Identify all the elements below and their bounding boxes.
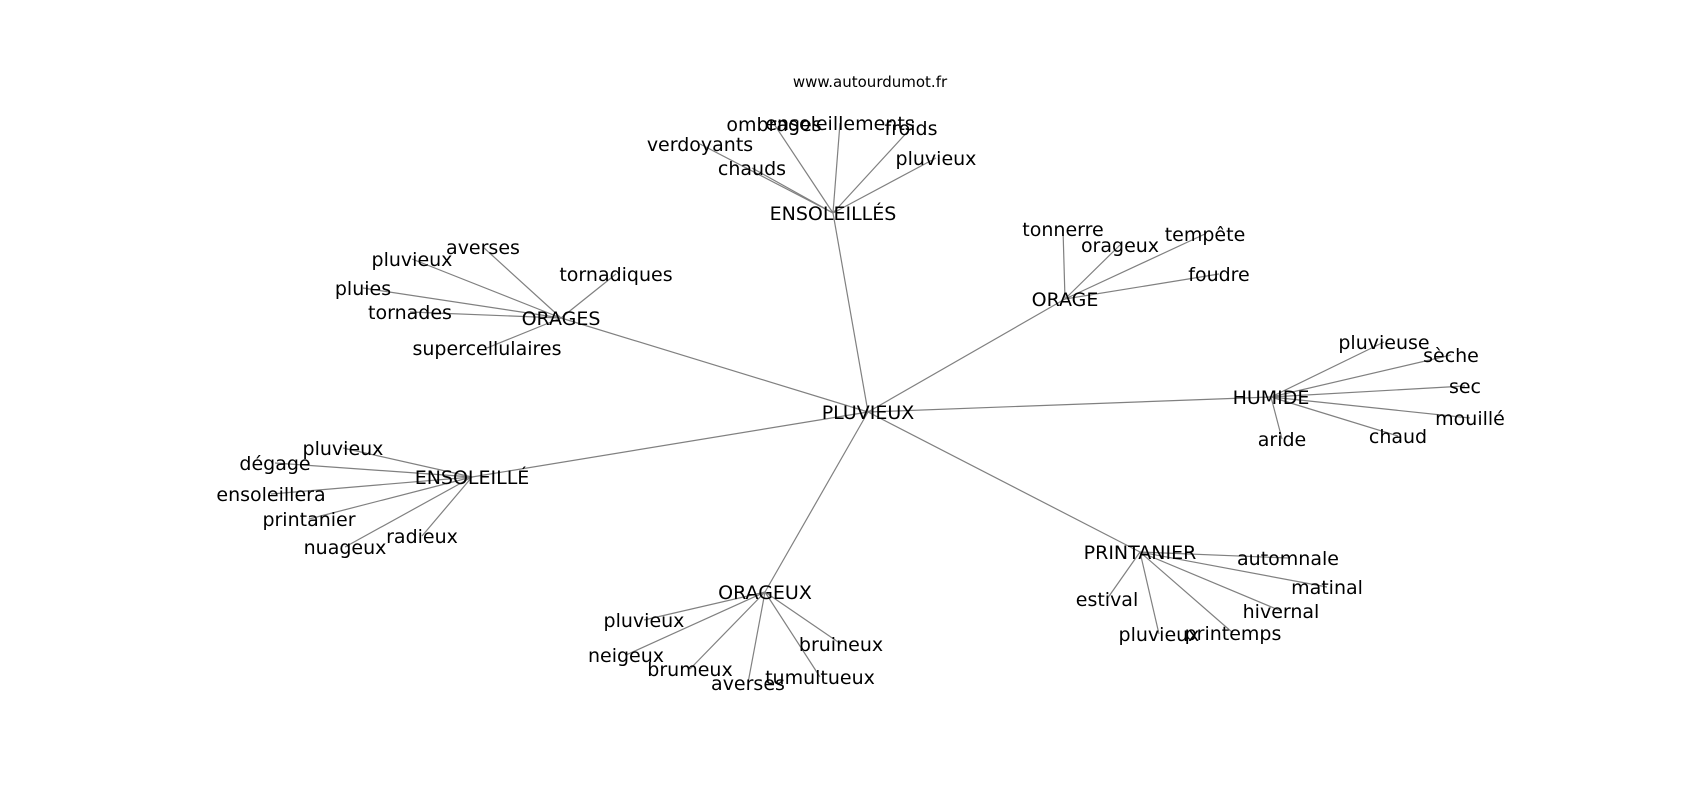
leaf-node-humide-2[interactable]: sec (1449, 376, 1481, 398)
edge-ensoleilles-leaf-5 (751, 167, 834, 214)
edge-ensoleille-leaf-2 (270, 476, 473, 495)
edge-orages-leaf-1 (482, 246, 562, 319)
leaf-node-orageux-1[interactable]: neigeux (588, 645, 664, 667)
edge-orages-leaf-3 (362, 287, 562, 319)
leaf-node-printanier-2[interactable]: hivernal (1243, 601, 1320, 623)
edge-humide-leaf-3 (1270, 396, 1471, 419)
leaf-node-orageux-2[interactable]: brumeux (647, 659, 732, 681)
edge-orageux-leaf-4 (764, 591, 821, 678)
edge-orageux-leaf-3 (747, 591, 766, 684)
edge-printanier-leaf-5 (1139, 551, 1234, 634)
edge-orage-leaf-3 (1064, 273, 1220, 300)
edge-ensoleilles-leaf-3 (832, 127, 912, 214)
edge-printanier-leaf-3 (1106, 551, 1141, 600)
leaf-node-printanier-5[interactable]: printemps (1185, 623, 1282, 645)
leaf-node-orage-2[interactable]: tempête (1165, 224, 1246, 246)
edge-center-ensoleilles (832, 212, 869, 413)
edge-orages-leaf-4 (409, 311, 562, 319)
leaf-node-orageux-3[interactable]: averses (711, 673, 785, 695)
cluster-node-humide[interactable]: HUMIDE (1233, 387, 1310, 409)
leaf-node-humide-4[interactable]: chaud (1369, 426, 1427, 448)
leaf-node-ensoleille-5[interactable]: radieux (386, 526, 458, 548)
cluster-node-printanier[interactable]: PRINTANIER (1084, 542, 1197, 564)
leaf-node-ensoleille-0[interactable]: pluvieux (303, 438, 384, 460)
edge-orage-leaf-0 (1062, 228, 1066, 300)
leaf-node-ensoleilles-0[interactable]: verdoyants (647, 134, 753, 156)
leaf-node-ensoleilles-1[interactable]: ombrages (726, 114, 821, 136)
leaf-node-humide-5[interactable]: aride (1258, 429, 1306, 451)
edge-ensoleilles-leaf-4 (832, 157, 937, 214)
edge-printanier-leaf-2 (1139, 551, 1282, 612)
edge-orageux-leaf-0 (643, 591, 766, 621)
edge-center-orageux (764, 411, 869, 593)
leaf-node-orages-2[interactable]: tornadiques (559, 264, 672, 286)
leaf-node-printanier-0[interactable]: automnale (1237, 548, 1339, 570)
edge-orage-leaf-1 (1064, 244, 1121, 300)
leaf-node-orage-0[interactable]: tonnerre (1022, 219, 1103, 241)
edge-ensoleilles-leaf-0 (699, 143, 834, 214)
leaf-node-orageux-5[interactable]: bruineux (799, 634, 883, 656)
leaf-node-printanier-4[interactable]: pluvieux (1119, 624, 1200, 646)
edge-orage-leaf-2 (1064, 233, 1206, 300)
leaf-node-orage-1[interactable]: orageux (1081, 235, 1159, 257)
leaf-node-ensoleilles-5[interactable]: chauds (718, 158, 786, 180)
edge-humide-leaf-0 (1270, 341, 1385, 398)
leaf-node-printanier-3[interactable]: estival (1076, 589, 1138, 611)
cluster-node-orageux[interactable]: ORAGEUX (718, 582, 812, 604)
edge-orages-leaf-0 (411, 258, 562, 319)
leaf-node-orages-5[interactable]: supercellulaires (412, 338, 561, 360)
edge-humide-leaf-4 (1270, 396, 1399, 437)
edge-printanier-leaf-4 (1139, 551, 1160, 635)
leaf-node-orages-1[interactable]: averses (446, 237, 520, 259)
leaf-node-orages-4[interactable]: tornades (368, 302, 452, 324)
leaf-node-humide-1[interactable]: sèche (1423, 345, 1479, 367)
edge-center-ensoleille (471, 411, 869, 478)
edge-ensoleille-leaf-0 (342, 447, 473, 478)
cluster-node-orages[interactable]: ORAGES (522, 308, 601, 330)
leaf-node-ensoleilles-4[interactable]: pluvieux (896, 148, 977, 170)
edge-humide-leaf-2 (1270, 385, 1466, 398)
edge-orageux-leaf-2 (689, 591, 766, 670)
edge-ensoleille-leaf-1 (274, 462, 473, 478)
edge-ensoleilles-leaf-1 (773, 123, 834, 214)
leaf-node-printanier-1[interactable]: matinal (1291, 577, 1363, 599)
edge-printanier-leaf-0 (1139, 551, 1289, 559)
edge-center-orages (560, 317, 869, 413)
leaf-node-ensoleille-2[interactable]: ensoleillera (216, 484, 325, 506)
leaf-node-ensoleille-1[interactable]: dégage (239, 453, 310, 475)
edge-ensoleille-leaf-5 (421, 476, 473, 537)
graph-edges (270, 122, 1471, 684)
cluster-node-ensoleilles[interactable]: ENSOLEILLÉS (770, 202, 897, 225)
leaf-node-humide-0[interactable]: pluvieuse (1338, 332, 1429, 354)
edge-ensoleilles-leaf-2 (832, 122, 841, 214)
edge-orages-leaf-2 (560, 273, 617, 319)
source-url: www.autourdumot.fr (793, 73, 948, 91)
leaf-node-orages-3[interactable]: pluies (335, 278, 391, 300)
leaf-node-ensoleilles-3[interactable]: froids (885, 118, 938, 140)
edge-humide-leaf-5 (1270, 396, 1283, 440)
edge-center-orage (867, 298, 1066, 413)
leaf-node-orageux-0[interactable]: pluvieux (604, 610, 685, 632)
leaf-node-ensoleilles-2[interactable]: ensoleillements (765, 113, 914, 135)
leaf-node-orageux-4[interactable]: tumultueux (765, 667, 875, 689)
edge-humide-leaf-1 (1270, 354, 1452, 398)
leaf-node-orages-0[interactable]: pluvieux (372, 249, 453, 271)
edge-ensoleille-leaf-3 (308, 476, 473, 520)
center-node[interactable]: PLUVIEUX (822, 402, 915, 424)
edge-center-humide (867, 396, 1272, 413)
cluster-node-orage[interactable]: ORAGE (1032, 289, 1099, 311)
edge-orageux-leaf-1 (625, 591, 766, 656)
edge-ensoleille-leaf-4 (344, 476, 473, 548)
edge-printanier-leaf-1 (1139, 551, 1328, 588)
leaf-node-ensoleille-3[interactable]: printanier (262, 509, 355, 531)
leaf-node-humide-3[interactable]: mouillé (1435, 408, 1505, 430)
edge-orageux-leaf-5 (764, 591, 842, 645)
edge-orages-leaf-5 (486, 317, 562, 349)
cluster-node-ensoleille[interactable]: ENSOLEILLÉ (415, 466, 530, 489)
leaf-node-ensoleille-4[interactable]: nuageux (304, 537, 387, 559)
leaf-node-orage-3[interactable]: foudre (1188, 264, 1250, 286)
edge-center-printanier (867, 411, 1141, 553)
